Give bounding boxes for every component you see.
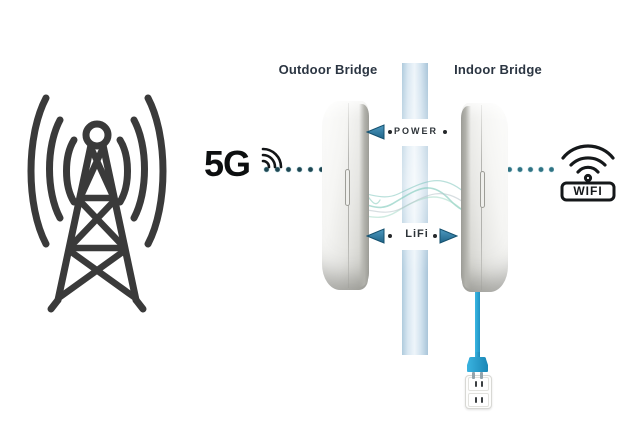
device-slot [345, 169, 350, 206]
5g-signal-waves-icon [261, 147, 283, 169]
wifi-signal-icon [560, 144, 616, 202]
power-dot-left [388, 130, 392, 134]
dotted-link-5g-to-outdoor [263, 166, 330, 173]
socket-slot [474, 381, 477, 388]
dotted-link-indoor-to-wifi [506, 166, 554, 173]
lifi-arrow-left-icon [366, 228, 385, 244]
wall-outlet-icon [465, 375, 492, 409]
5g-label: 5G [204, 143, 251, 184]
wifi-label: WIFI [573, 184, 603, 198]
indoor-bridge-device [461, 103, 508, 292]
power-dot-right [443, 130, 447, 134]
outdoor-bridge-label: Outdoor Bridge [278, 62, 378, 77]
power-plug-icon [467, 352, 488, 379]
indoor-bridge-label: Indoor Bridge [454, 62, 542, 77]
lifi-label: LiFi [405, 228, 429, 240]
cell-tower-icon [27, 94, 167, 313]
wifi-router-icon: WIFI [560, 137, 616, 203]
lifi-dot-left [388, 234, 392, 238]
power-cable [475, 290, 480, 357]
power-arrow-left-icon [366, 124, 385, 140]
device-slot [480, 171, 485, 208]
glass-wall [402, 63, 428, 355]
outlet-socket-bottom [468, 392, 489, 407]
power-label: POWER [393, 126, 438, 136]
socket-slot [480, 381, 483, 388]
socket-slot [474, 396, 477, 403]
socket-slot [480, 396, 483, 403]
power-label-chip [392, 119, 440, 146]
outdoor-bridge-device [322, 101, 369, 290]
outlet-socket-top [468, 377, 489, 392]
lifi-dot-right [433, 234, 437, 238]
lifi-label-chip [395, 223, 439, 250]
5g-source: 5G [204, 140, 290, 190]
lifi-arrow-right-icon [439, 228, 458, 244]
device-front-edge [359, 104, 369, 287]
device-front-edge [461, 106, 471, 289]
